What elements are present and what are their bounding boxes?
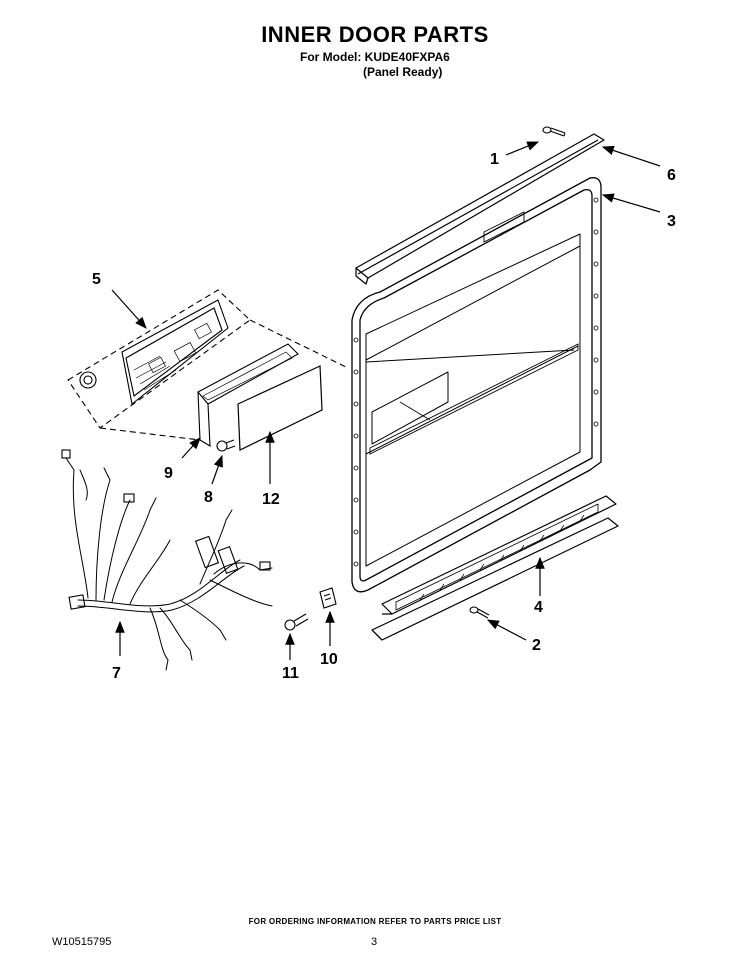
- callout-5: 5: [92, 271, 101, 288]
- callout-2: 2: [532, 637, 541, 654]
- callout-7: 7: [112, 665, 121, 682]
- screw-part-11: [284, 613, 309, 631]
- document-number: W10515795: [52, 936, 112, 948]
- screw-part-1: [542, 126, 566, 137]
- page-title: INNER DOOR PARTS: [261, 22, 489, 47]
- callout-11: 11: [282, 665, 299, 682]
- model-line: For Model: KUDE40FXPA6: [300, 50, 450, 64]
- control-module: [67, 289, 349, 441]
- gasket-part-9: [197, 343, 299, 448]
- callout-4: 4: [534, 599, 543, 616]
- panel-ready-line: (Panel Ready): [363, 65, 443, 79]
- callout-8: 8: [204, 489, 213, 506]
- inner-door-panel: [351, 177, 602, 593]
- clip-part-10: [319, 587, 337, 609]
- screw-part-2: [469, 606, 490, 619]
- screw-part-8: [216, 439, 236, 452]
- ordering-note: FOR ORDERING INFORMATION REFER TO PARTS …: [248, 917, 502, 926]
- leader-lines: [111, 141, 661, 660]
- callout-1: 1: [490, 151, 499, 168]
- callout-10: 10: [320, 651, 338, 668]
- cover-plate-part-12: [237, 365, 323, 451]
- callout-6: 6: [667, 167, 676, 184]
- callout-3: 3: [667, 213, 676, 230]
- callout-12: 12: [262, 491, 280, 508]
- page-number: 3: [371, 936, 378, 948]
- top-trim-strip: [355, 133, 605, 285]
- bottom-channel: [371, 495, 619, 641]
- wire-harness: [61, 449, 273, 671]
- callout-9: 9: [164, 465, 173, 482]
